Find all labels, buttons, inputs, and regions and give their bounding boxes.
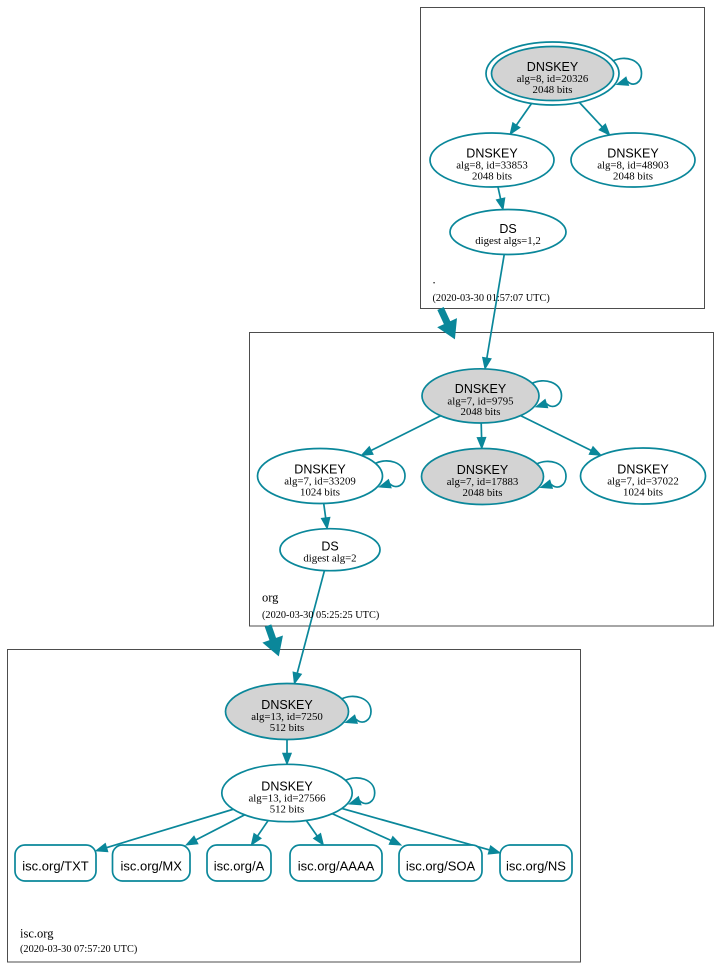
svg-text:isc.org/TXT: isc.org/TXT	[22, 859, 89, 874]
svg-text:DNSKEY: DNSKEY	[457, 463, 509, 477]
svg-text:1024 bits: 1024 bits	[623, 486, 663, 498]
svg-text:isc.org/MX: isc.org/MX	[120, 859, 182, 874]
svg-text:DNSKEY: DNSKEY	[261, 698, 313, 712]
svg-text:alg=7, id=37022: alg=7, id=37022	[607, 476, 679, 488]
svg-text:1024 bits: 1024 bits	[300, 486, 340, 498]
svg-text:digest alg=2: digest alg=2	[303, 553, 356, 565]
svg-text:alg=7, id=9795: alg=7, id=9795	[447, 396, 513, 408]
svg-text:DNSKEY: DNSKEY	[261, 779, 313, 793]
svg-text:DS: DS	[499, 222, 516, 236]
svg-text:isc.org/A: isc.org/A	[214, 859, 265, 874]
svg-text:alg=13, id=7250: alg=13, id=7250	[251, 711, 323, 723]
svg-text:(2020-03-30 05:25:25 UTC): (2020-03-30 05:25:25 UTC)	[262, 610, 379, 621]
svg-text:DNSKEY: DNSKEY	[294, 462, 346, 476]
svg-text:isc.org/NS: isc.org/NS	[506, 859, 566, 874]
svg-text:alg=8, id=20326: alg=8, id=20326	[517, 73, 589, 85]
svg-text:digest algs=1,2: digest algs=1,2	[475, 235, 540, 247]
svg-text:2048 bits: 2048 bits	[613, 170, 653, 182]
svg-text:(2020-03-30 07:57:20 UTC): (2020-03-30 07:57:20 UTC)	[20, 944, 137, 955]
svg-text:DNSKEY: DNSKEY	[617, 462, 669, 476]
svg-text:(2020-03-30 01:57:07 UTC): (2020-03-30 01:57:07 UTC)	[433, 293, 550, 304]
svg-text:alg=8, id=48903: alg=8, id=48903	[597, 160, 669, 172]
svg-text:alg=7, id=33209: alg=7, id=33209	[284, 476, 356, 488]
svg-text:2048 bits: 2048 bits	[472, 170, 512, 182]
svg-text:isc.org: isc.org	[20, 927, 54, 941]
svg-text:.: .	[433, 273, 436, 287]
svg-text:512 bits: 512 bits	[270, 722, 305, 734]
svg-text:DNSKEY: DNSKEY	[607, 146, 659, 160]
svg-text:2048 bits: 2048 bits	[461, 406, 501, 418]
svg-text:alg=8, id=33853: alg=8, id=33853	[456, 160, 528, 172]
svg-text:DNSKEY: DNSKEY	[527, 60, 579, 74]
svg-text:alg=13, id=27566: alg=13, id=27566	[249, 793, 327, 805]
svg-text:DNSKEY: DNSKEY	[455, 382, 507, 396]
svg-text:isc.org/AAAA: isc.org/AAAA	[298, 859, 375, 874]
svg-text:2048 bits: 2048 bits	[463, 487, 503, 499]
svg-text:DNSKEY: DNSKEY	[466, 146, 518, 160]
svg-text:2048 bits: 2048 bits	[533, 84, 573, 96]
svg-text:alg=7, id=17883: alg=7, id=17883	[447, 476, 519, 488]
svg-text:512 bits: 512 bits	[270, 803, 305, 815]
svg-text:isc.org/SOA: isc.org/SOA	[406, 859, 476, 874]
svg-text:org: org	[262, 591, 279, 605]
svg-text:DS: DS	[321, 540, 338, 554]
